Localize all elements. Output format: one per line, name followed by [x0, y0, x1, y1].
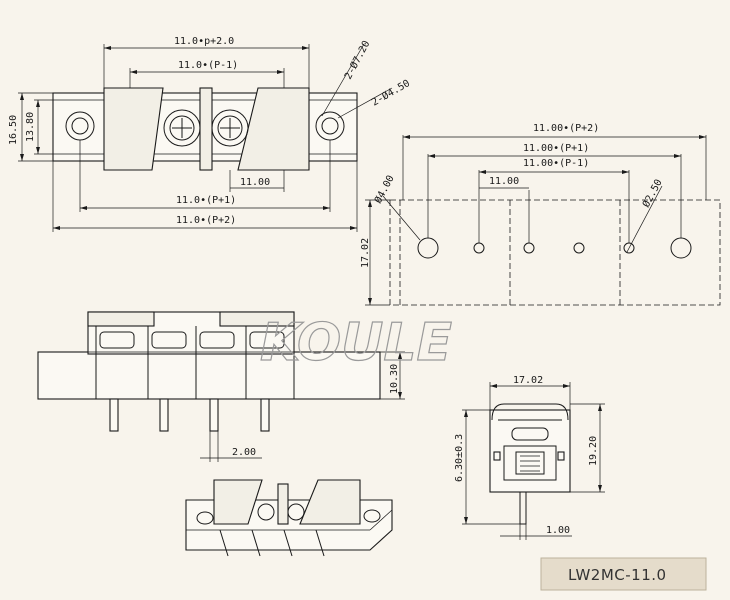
top-cover-left	[103, 87, 164, 171]
dim-hole-large: 2-Ø4.50	[370, 77, 413, 108]
pcb-hole-small	[523, 242, 535, 254]
dim-height-inner: 13.80	[25, 112, 36, 142]
pcb-outline	[389, 199, 721, 306]
screw-icon	[287, 503, 305, 521]
side-view: 17.02 19.20 6.30±0.3 1.00	[454, 375, 605, 540]
iso-view	[185, 479, 393, 557]
dim-pcb-p-minus-1: 11.00•(P-1)	[523, 158, 589, 169]
pin	[159, 398, 169, 432]
screw-icon	[257, 503, 275, 521]
side-view-outline	[489, 409, 571, 493]
top-view: 11.0•p+2.0 11.0•(P-1) 2-Ø7.20 2-Ø4.50 16…	[8, 36, 412, 232]
dim-side-pin-length: 6.30±0.3	[454, 434, 465, 482]
dim-pitch-inner: 11.0•(P-1)	[178, 60, 238, 71]
model-label-box	[540, 557, 707, 591]
dim-height-outer: 16.50	[8, 115, 19, 145]
pcb-hole-small	[573, 242, 585, 254]
dim-pin-offset: 2.00	[232, 447, 256, 458]
dim-p-plus-1: 11.0•(P+1)	[176, 195, 236, 206]
dim-pcb-pitch: 11.00	[489, 176, 519, 187]
dim-side-width: 17.02	[513, 375, 543, 386]
dim-pcb-hole-small: Ø2.50	[640, 177, 665, 209]
screw-icon	[163, 109, 201, 147]
pin	[209, 398, 219, 432]
dim-side-height: 19.20	[588, 436, 599, 466]
front-view-base	[37, 351, 381, 400]
pcb-layout: 11.00•(P+2) 11.00•(P+1) 11.00•(P-1) 11.0…	[360, 123, 721, 306]
front-view: 10.30 2.00	[37, 311, 405, 462]
screw-icon	[99, 331, 135, 349]
iso-cover-left	[213, 479, 263, 525]
dim-side-pin-thickness: 1.00	[546, 525, 570, 536]
screw-icon	[249, 331, 285, 349]
screw-icon	[151, 331, 187, 349]
dim-pcb-p-plus-2: 11.00•(P+2)	[533, 123, 599, 134]
pcb-hole-large	[670, 237, 692, 259]
screw-icon	[199, 331, 235, 349]
dim-hole-small: 2-Ø7.20	[342, 39, 372, 82]
dim-pcb-hole-large: Ø4.00	[372, 173, 397, 205]
pcb-hole-small	[473, 242, 485, 254]
pin	[260, 398, 270, 432]
dim-pitch: 11.00	[240, 177, 270, 188]
screw-icon	[211, 109, 249, 147]
pin	[109, 398, 119, 432]
dim-pin-height: 10.30	[389, 364, 400, 394]
dim-pcb-height: 17.02	[360, 238, 371, 268]
dim-p-plus-2: 11.0•(P+2)	[176, 215, 236, 226]
screw-icon	[511, 427, 549, 441]
top-cover-right	[237, 87, 310, 171]
dim-pcb-p-plus-1: 11.00•(P+1)	[523, 143, 589, 154]
watermark: KOULE	[260, 313, 452, 373]
pcb-hole-large	[417, 237, 439, 259]
dim-total-top: 11.0•p+2.0	[174, 36, 234, 47]
model-label: LW2MC-11.0	[568, 566, 667, 584]
